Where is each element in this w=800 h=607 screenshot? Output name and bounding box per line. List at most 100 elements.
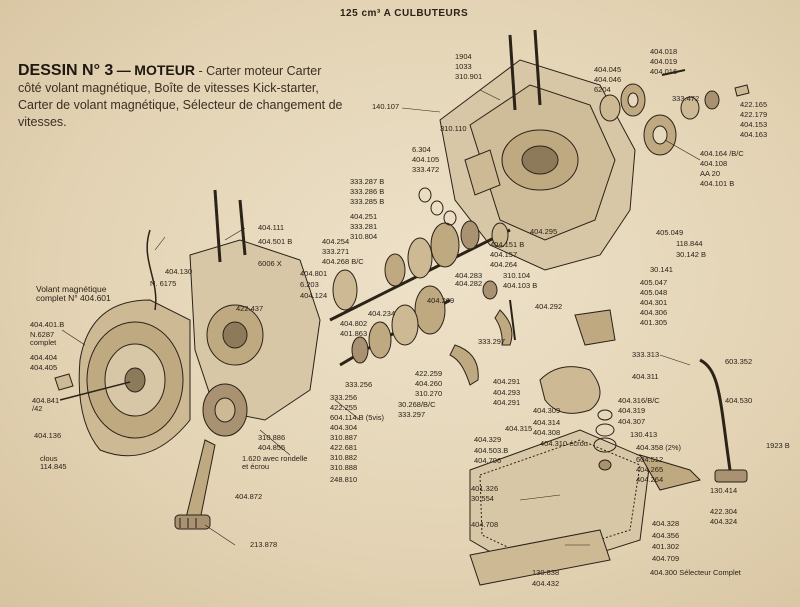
part-label: 310.901 [455,72,483,81]
part-label: 130.838 [532,568,560,577]
part-label: 604.114.B (5vis) [330,413,385,422]
drawing-subject: MOTEUR [134,62,195,78]
part-label: 404.254 [322,237,350,246]
part-label: 404.324 [710,517,738,526]
part-label: 333.297 [478,337,506,346]
part-label: 404.124 [300,291,328,300]
part-label: 310.886 [258,433,286,442]
part-label: 401.302 [652,542,680,551]
part-label: 404.151 B [490,240,525,249]
part-label: 404.304 [330,423,358,432]
title-dash: — [116,62,131,78]
part-label: 404.329 [474,435,502,444]
part-label: 422.304 [710,507,738,516]
part-label: 603.352 [725,357,753,366]
part-label: 404.311 [632,372,659,381]
part-label: 404.291 [493,398,521,407]
part-label: 422.259 [415,369,443,378]
part-label: 401.326 [471,484,499,493]
part-label: 404.295 [530,227,558,236]
part-label: 1033 [455,62,472,71]
part-label: 404.018 [650,47,678,56]
part-label: 6006 X [258,259,282,268]
part-label: 405.048 [640,288,668,297]
flywheel-label: Volant magnétique complet N° 404.601 [36,284,111,303]
part-label: 404.108 [700,159,728,168]
part-label: 310.804 [350,232,378,241]
part-label: 333.313 [632,350,660,359]
part-label: 404.310 écrou [540,439,588,448]
part-label: 404.405 [30,363,58,372]
part-label: 404.282 [455,279,483,288]
part-label: 333.281 [350,222,378,231]
engine-case-left [189,189,321,421]
part-label: 404.306 [640,308,668,317]
part-label: 404.283 [455,271,483,280]
part-label: 404.264 [636,475,664,484]
part-label: 310.887 [330,433,358,442]
part-label: 310.270 [415,389,443,398]
part-label: 404.101 B [700,179,735,188]
part-label: 310.882 [330,453,358,462]
part-label: 404.315 [505,424,533,433]
part-label: 30.141 [650,265,673,274]
part-label: 404.855 [258,443,286,452]
part-label: 1923 B [766,441,790,450]
title-block: DESSIN N° 3 — MOTEUR - Carter moteur Car… [18,62,348,131]
part-label: 422.179 [740,110,768,119]
engine-case-right [439,29,636,271]
part-label: 130.413 [630,430,658,439]
leader-lines [61,89,701,546]
part-label: 404.265 [636,465,664,474]
part-label: 1904 [455,52,472,61]
part-label: N. 6175 [150,279,177,288]
part-label: 404.432 [532,579,560,588]
part-label: 404.709 [652,554,680,563]
part-label: 404.501 B [258,237,293,246]
part-label: 30.142 B [676,250,707,259]
part-label: 404.045 [594,65,622,74]
part-label: 213.878 [250,540,278,549]
part-label: 333.472 [672,94,700,103]
part-label: 404.016 [650,67,678,76]
part-label: 404.291 [493,377,521,386]
part-label: 405.047 [640,278,668,287]
part-label: 404.019 [650,57,678,66]
part-label: 310.110 [440,124,467,133]
part-label: 404.164 /B/C [700,149,744,158]
part-label: 404.314 [533,418,561,427]
part-label: 140.107 [372,102,400,111]
part-label: 404.319 [618,406,646,415]
part-label: 404.103 B [503,281,538,290]
part-label: 404.401.B [30,320,65,329]
part-label: 404.105 [412,155,440,164]
selector-forks [449,299,516,386]
part-label: 404.130 [165,267,193,276]
drawing-number: DESSIN N° 3 [18,62,114,79]
part-label: 404.308 [533,428,561,437]
part-label: 404.872 [235,492,263,501]
part-label: 404.316/B/C [618,396,660,405]
part-label: 404.163 [740,130,768,139]
part-label: clous 114.845 [40,454,67,471]
part-label: 310.888 [330,463,358,472]
part-label: 401.305 [640,318,668,327]
part-label: 333.297 [398,410,426,419]
part-label: 6204 [594,85,611,94]
part-label: 404.503.B [474,446,509,455]
part-label: 404.046 [594,75,622,84]
part-label: 422.255 [330,403,358,412]
page-header: 125 cm³ A CULBUTEURS [340,8,469,19]
part-label: 30.268/B/C [398,400,436,409]
kick-starter-lever [174,439,216,530]
part-label: 404.404 [30,353,58,362]
part-label: 404.268 B/C [322,257,364,266]
part-label: 404.269 [427,296,455,305]
part-label: 404.260 [415,379,443,388]
part-label: 404.301 [640,298,668,307]
part-label: 404.157 [490,250,518,259]
part-label: 404.356 [652,531,680,540]
part-label: 422.165 [740,100,768,109]
